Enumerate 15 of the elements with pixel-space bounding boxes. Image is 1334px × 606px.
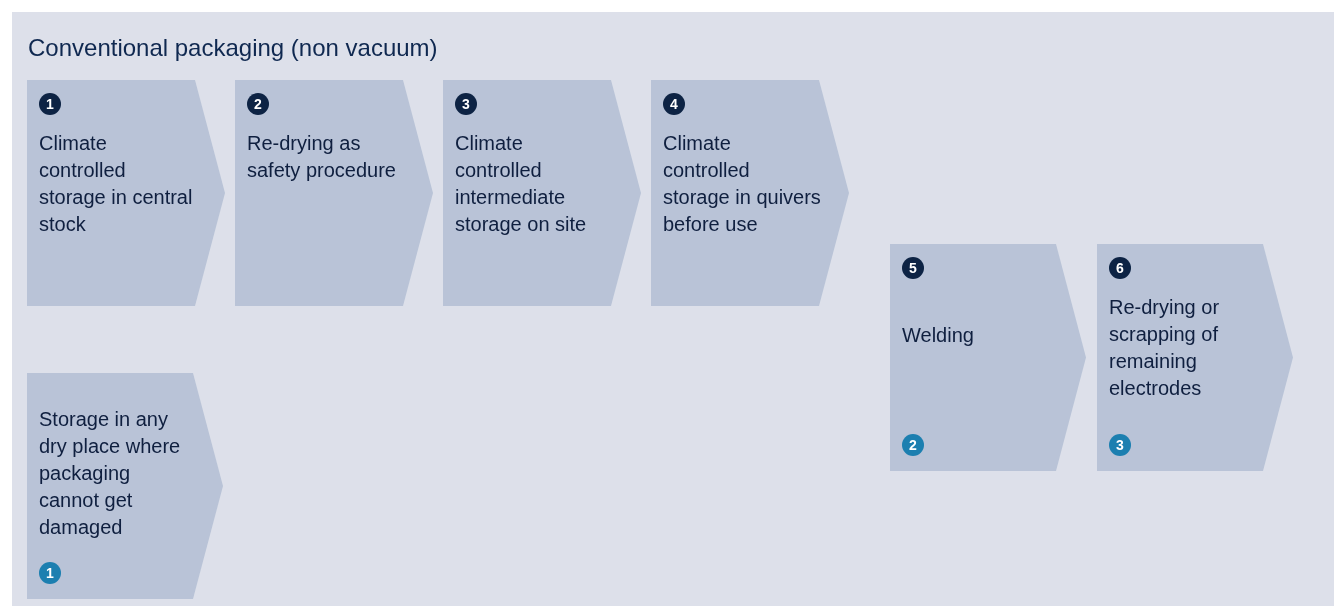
step-text: Storage in any dry place where packaging cannot get damaged	[39, 407, 182, 540]
step-text: Climate controlled intermediate storage on site	[455, 131, 588, 237]
chevron-step	[1097, 244, 1293, 471]
chevron-step	[443, 80, 641, 306]
chevron-step	[235, 80, 433, 306]
step-text: Climate controlled storage in quivers before use	[663, 131, 821, 237]
step-text: Re-drying or scrapping of remaining electrodes	[1109, 295, 1221, 401]
chevron-step	[890, 244, 1086, 471]
step-text: Re-drying as safety procedure	[247, 131, 397, 183]
chevron-step	[651, 80, 849, 306]
section-heading: Conventional packaging (non vacuum)	[28, 34, 438, 62]
step-text: Welding	[902, 323, 975, 348]
chevron-step	[27, 373, 223, 599]
step-text: Climate controlled storage in central stock	[39, 131, 194, 237]
chevron-step	[27, 80, 225, 306]
